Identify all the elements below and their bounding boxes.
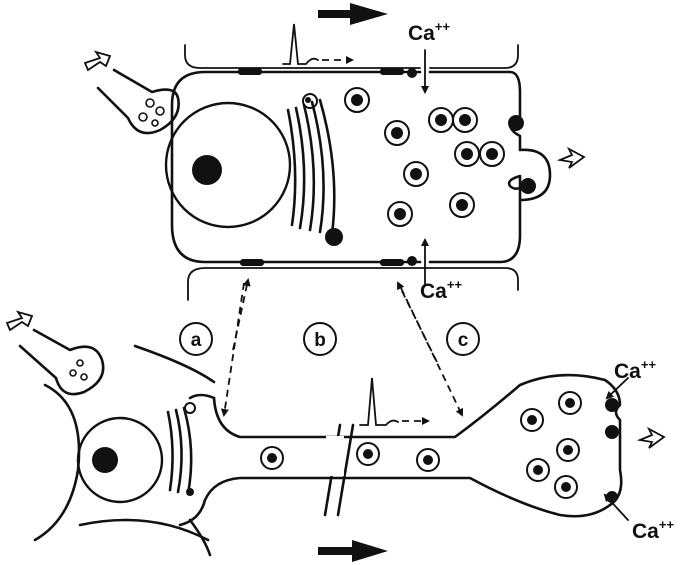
nucleus-top: [166, 103, 290, 227]
golgi-top: [288, 94, 343, 246]
release-arrow-top: [560, 149, 584, 168]
zone-label-c: c: [458, 330, 469, 351]
zone-label-a: a: [191, 330, 202, 351]
ca-label-right-top: Ca++: [614, 357, 656, 383]
action-potential-bottom: [360, 378, 398, 425]
bottom-neuron: [7, 312, 664, 562]
presynaptic-terminal-top: [85, 52, 179, 133]
presynaptic-terminal-bottom: [7, 312, 103, 394]
release-arrow-bottom: [640, 429, 664, 448]
nucleolus-top: [192, 155, 222, 185]
secretory-granules-bottom: [261, 392, 619, 503]
ca-label-bottom: Ca++: [420, 277, 462, 303]
top-sheath-upper: [185, 45, 518, 68]
action-potential-top: [283, 24, 318, 64]
bottom-neuron-membrane: [180, 375, 621, 525]
top-cell: [85, 3, 584, 300]
golgi-bottom: [168, 403, 195, 496]
zone-label-b: b: [314, 330, 326, 351]
ca-label-top: Ca++: [408, 19, 450, 45]
ca-label-right-bottom: Ca++: [632, 517, 674, 543]
top-sheath-lower: [188, 268, 518, 300]
nucleolus-bottom: [92, 447, 118, 473]
zone-markers: [180, 323, 479, 355]
secretory-granules-top: [345, 88, 536, 226]
flow-arrow-top: [318, 3, 388, 25]
flow-arrow-bottom: [318, 540, 388, 562]
nucleus-bottom: [78, 418, 162, 502]
dashed-link-left-up: [233, 280, 248, 350]
